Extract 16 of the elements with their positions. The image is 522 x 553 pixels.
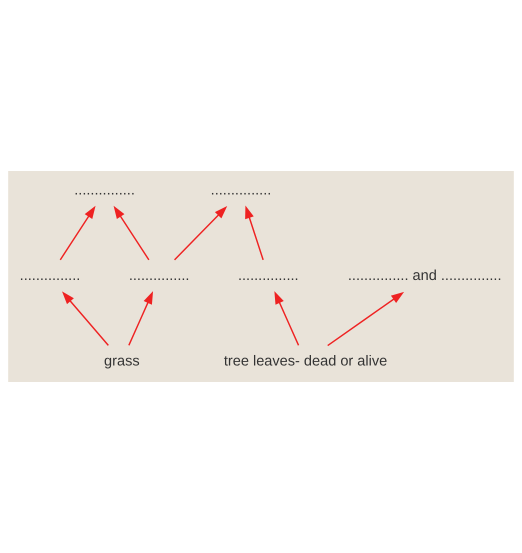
node-text: ............... bbox=[74, 182, 135, 198]
node-text: ............... bbox=[128, 268, 190, 284]
arrow bbox=[128, 291, 154, 346]
node-text: ............... bbox=[238, 268, 299, 284]
arrow bbox=[245, 206, 264, 260]
node-text: ............... and ............... bbox=[348, 268, 502, 284]
node-text: grass bbox=[104, 353, 140, 370]
node-text: ............... bbox=[210, 182, 272, 198]
arrow bbox=[174, 206, 228, 260]
arrow bbox=[60, 206, 96, 260]
node-text: tree leaves- dead or alive bbox=[224, 353, 388, 370]
node-text: ............... bbox=[20, 268, 80, 284]
arrow bbox=[114, 206, 150, 260]
arrow bbox=[274, 291, 300, 346]
arrow bbox=[62, 291, 109, 346]
arrow bbox=[327, 292, 404, 346]
